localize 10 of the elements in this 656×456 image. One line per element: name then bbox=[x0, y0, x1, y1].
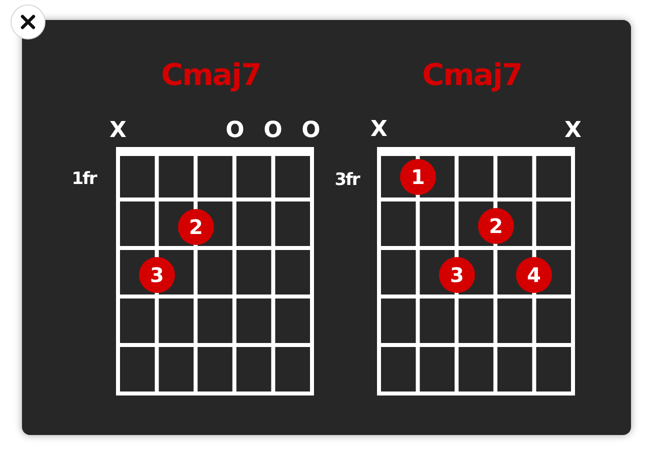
open-string-mark: O bbox=[264, 120, 282, 142]
muted-string-mark: X bbox=[110, 120, 126, 142]
open-string-mark: O bbox=[302, 120, 320, 142]
chord-name: Cmaj7 bbox=[422, 60, 522, 92]
muted-string-mark: X bbox=[370, 119, 388, 141]
fret-position-label: 1fr bbox=[72, 170, 96, 188]
muted-string-mark: X bbox=[564, 120, 582, 142]
open-string-mark: O bbox=[226, 120, 244, 142]
fret-position-label: 3fr bbox=[334, 171, 360, 189]
chord-name: Cmaj7 bbox=[161, 60, 261, 92]
